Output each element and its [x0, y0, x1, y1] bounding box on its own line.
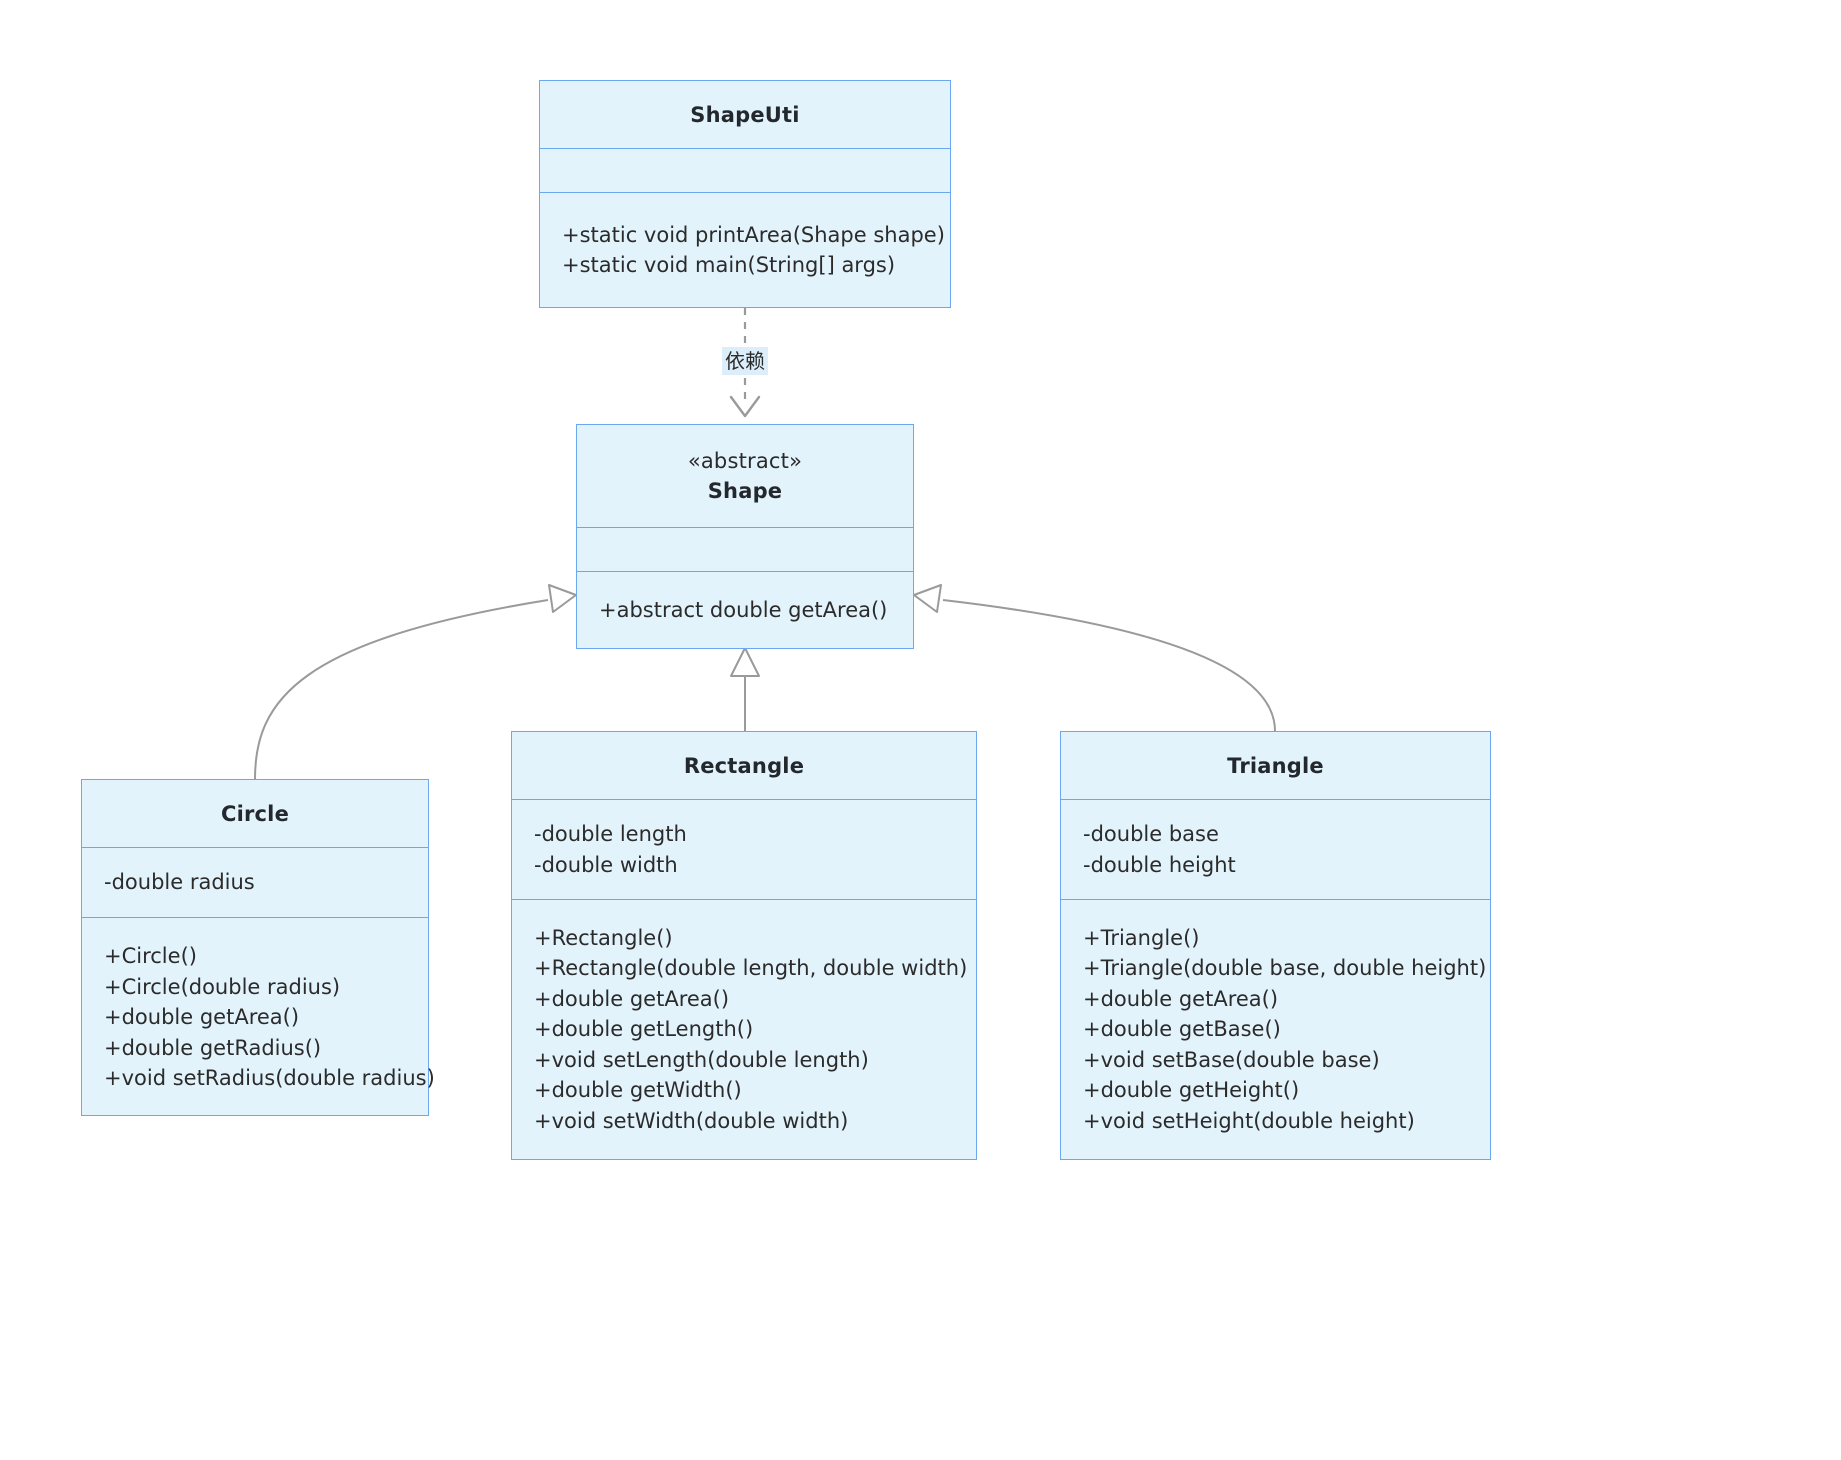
- class-attributes-compartment-circle: -double radius: [82, 848, 428, 918]
- class-methods-compartment-shapeutil: +static void printArea(Shape shape) +sta…: [540, 193, 950, 307]
- class-method-item: +double getArea(): [1083, 986, 1279, 1011]
- class-method-item: +void setWidth(double width): [534, 1108, 849, 1133]
- class-name-compartment-triangle: Triangle: [1061, 732, 1490, 800]
- class-title-shapeutil: ShapeUti: [690, 102, 800, 127]
- class-name-compartment-shapeutil: ShapeUti: [540, 81, 950, 149]
- class-method-item: +static void printArea(Shape shape): [562, 222, 945, 247]
- class-attributes-compartment-shapeutil: [540, 149, 950, 193]
- class-attributes-compartment-shape: [577, 528, 913, 572]
- class-box-triangle[interactable]: Triangle -double base -double height +Tr…: [1060, 731, 1491, 1160]
- class-method-item: +double getRadius(): [104, 1035, 322, 1060]
- class-method-item: +Rectangle(double length, double width): [534, 956, 968, 981]
- class-box-rectangle[interactable]: Rectangle -double length -double width +…: [511, 731, 977, 1160]
- class-method-item: +void setHeight(double height): [1083, 1108, 1415, 1133]
- class-method-item: +double getArea(): [104, 1005, 300, 1030]
- generalization-edge-rectangle-shape: [730, 647, 760, 731]
- class-attributes-compartment-triangle: -double base -double height: [1061, 800, 1490, 900]
- class-stereotype-shape: «abstract»: [687, 449, 803, 473]
- class-methods-compartment-circle: +Circle() +Circle(double radius) +double…: [82, 918, 435, 1117]
- class-methods-compartment-rectangle: +Rectangle() +Rectangle(double length, d…: [512, 900, 976, 1159]
- class-title-triangle: Triangle: [1227, 753, 1324, 778]
- class-box-circle[interactable]: Circle -double radius +Circle() +Circle(…: [81, 779, 435, 1117]
- class-attribute-item: -double radius: [104, 870, 255, 895]
- class-method-item: +Circle(): [104, 944, 197, 969]
- class-method-item: +double getArea(): [534, 986, 730, 1011]
- class-methods-compartment-shape: +abstract double getArea(): [577, 572, 913, 648]
- class-method-item: +Rectangle(): [534, 925, 673, 950]
- class-name-compartment-rectangle: Rectangle: [512, 732, 976, 800]
- class-method-item: +Circle(double radius): [104, 974, 341, 999]
- class-box-shapeutil[interactable]: ShapeUti +static void printArea(Shape sh…: [539, 80, 951, 308]
- class-method-item: +double getWidth(): [534, 1078, 742, 1103]
- class-method-item: +double getLength(): [534, 1017, 754, 1042]
- class-box-shape[interactable]: «abstract» Shape +abstract double getAre…: [576, 424, 914, 649]
- class-title-shape: Shape: [707, 479, 783, 503]
- generalization-edge-triangle-shape: [913, 584, 1276, 732]
- class-method-item: +double getHeight(): [1083, 1078, 1300, 1103]
- class-method-item: +void setBase(double base): [1083, 1047, 1380, 1072]
- class-attribute-item: -double base: [1083, 822, 1219, 846]
- class-attribute-item: -double width: [534, 852, 678, 877]
- class-name-compartment-circle: Circle: [82, 780, 428, 848]
- class-attributes-compartment-rectangle: -double length -double width: [512, 800, 976, 900]
- class-method-item: +void setRadius(double radius): [104, 1066, 435, 1091]
- class-attribute-item: -double length: [534, 822, 687, 846]
- dependency-label: 依赖: [722, 347, 768, 375]
- class-method-item: +Triangle(): [1083, 925, 1200, 950]
- class-method-item: +void setLength(double length): [534, 1047, 869, 1072]
- class-method-item: +static void main(String[] args): [562, 253, 896, 277]
- class-method-item: +double getBase(): [1083, 1017, 1281, 1042]
- class-method-item: +Triangle(double base, double height): [1083, 956, 1487, 981]
- class-title-circle: Circle: [220, 801, 290, 826]
- class-methods-compartment-triangle: +Triangle() +Triangle(double base, doubl…: [1061, 900, 1490, 1159]
- class-attribute-item: -double height: [1083, 852, 1236, 877]
- class-title-rectangle: Rectangle: [683, 753, 805, 778]
- class-name-compartment-shape: «abstract» Shape: [577, 425, 913, 528]
- class-method-item: +abstract double getArea(): [599, 597, 888, 622]
